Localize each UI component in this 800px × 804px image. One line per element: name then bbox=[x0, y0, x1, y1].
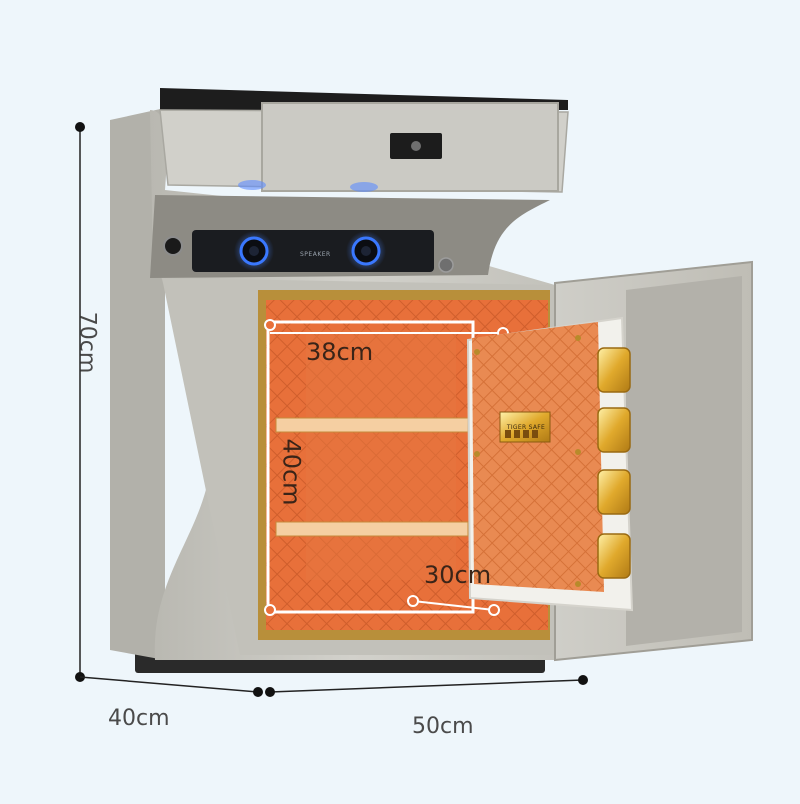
width-dimension-line bbox=[269, 679, 584, 693]
width-label: 50cm bbox=[412, 714, 474, 739]
side-panel bbox=[110, 108, 165, 660]
lock-bolt-3 bbox=[597, 469, 631, 515]
depth-dimension-line bbox=[79, 676, 259, 693]
shelf-lower bbox=[275, 521, 469, 537]
height-label: 70cm bbox=[74, 311, 100, 374]
lock-bolt-4 bbox=[597, 533, 631, 579]
right-knob-icon bbox=[438, 257, 454, 273]
door-inner-panel bbox=[626, 276, 742, 646]
speaker-label: SPEAKER bbox=[300, 251, 331, 258]
left-knob-icon bbox=[163, 236, 183, 256]
interior-height-label: 40cm bbox=[277, 438, 306, 506]
lock-bolt-1 bbox=[597, 347, 631, 393]
door-brand-label: TIGER SAFE bbox=[506, 424, 546, 431]
lock-bolt-2 bbox=[597, 407, 631, 453]
interior-width-label: 38cm bbox=[306, 338, 374, 366]
interior-back bbox=[306, 330, 456, 580]
shelf-upper bbox=[275, 417, 469, 433]
door-quilted-panel bbox=[472, 322, 604, 592]
interior-depth-label: 30cm bbox=[424, 561, 492, 589]
depth-label: 40cm bbox=[108, 706, 170, 731]
